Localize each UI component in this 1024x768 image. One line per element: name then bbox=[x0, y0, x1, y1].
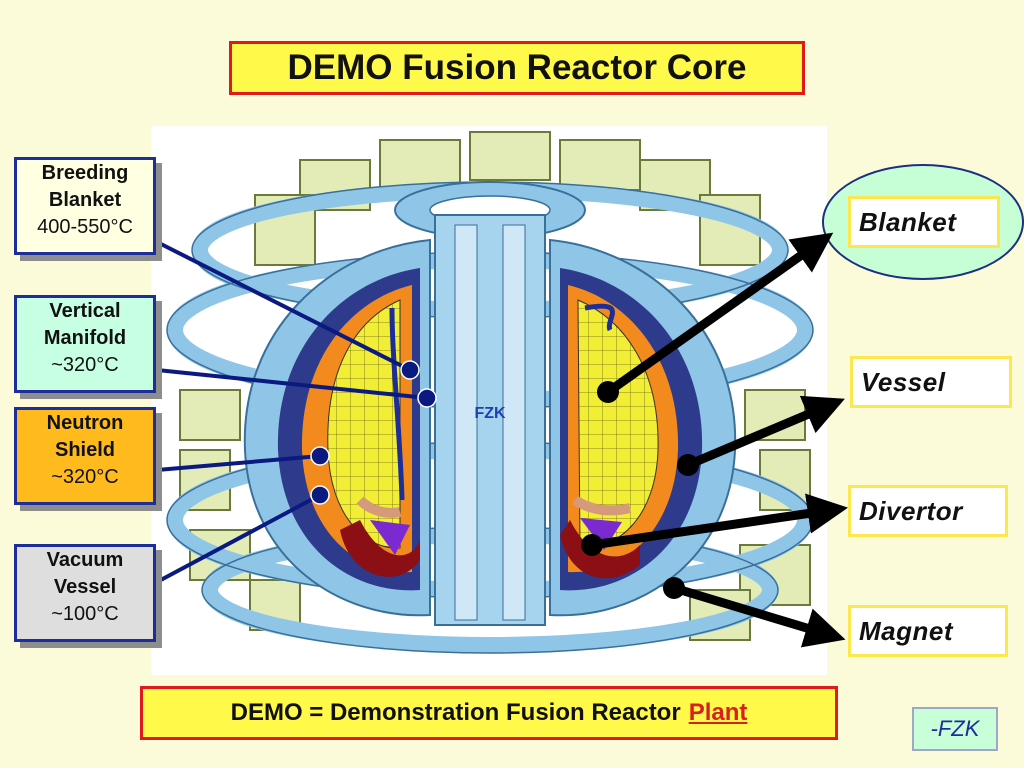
shield-leader-dot bbox=[310, 446, 330, 466]
left-leader-lines bbox=[156, 240, 428, 584]
right-arrows bbox=[591, 232, 849, 648]
callout-temperature: ~320°C bbox=[51, 466, 119, 488]
divertor-arrow-dot bbox=[581, 534, 603, 556]
credit-badge: -FZK bbox=[912, 707, 998, 751]
callout-line: Vessel bbox=[53, 576, 117, 598]
blanket-arrow-dot bbox=[597, 381, 619, 403]
callout-line: Vacuum bbox=[46, 549, 124, 571]
manifold-leader-dot bbox=[417, 388, 437, 408]
callout-temperature: ~100°C bbox=[51, 603, 119, 625]
callout-neutron-shield: Neutron Shield ~320°C bbox=[14, 407, 156, 505]
callout-line: Breeding bbox=[41, 162, 129, 184]
callout-temperature: 400-550°C bbox=[37, 216, 133, 238]
central-column bbox=[434, 214, 546, 626]
vessel-leader-dot bbox=[310, 485, 330, 505]
callout-vacuum-vessel: Vacuum Vessel ~100°C bbox=[14, 544, 156, 642]
callout-line: Shield bbox=[54, 439, 115, 461]
fzk-logo: FZK bbox=[474, 405, 506, 422]
label-vessel: Vessel bbox=[850, 356, 1012, 408]
callout-temperature: ~320°C bbox=[51, 354, 119, 376]
definition-highlight: Plant bbox=[688, 699, 748, 726]
definition-banner: DEMO = Demonstration Fusion Reactor Plan… bbox=[140, 686, 838, 740]
label-divertor: Divertor bbox=[848, 485, 1008, 537]
vessel-arrow-dot bbox=[677, 454, 699, 476]
page-title: DEMO Fusion Reactor Core bbox=[229, 41, 805, 95]
callout-line: Neutron bbox=[46, 412, 124, 434]
callout-line: Manifold bbox=[43, 327, 127, 349]
label-magnet: Magnet bbox=[848, 605, 1008, 657]
label-blanket: Blanket bbox=[848, 196, 1000, 248]
callout-line: Blanket bbox=[48, 189, 122, 211]
callout-breeding-blanket: Breeding Blanket 400-550°C bbox=[14, 157, 156, 255]
callout-vertical-manifold: Vertical Manifold ~320°C bbox=[14, 295, 156, 393]
callout-line: Vertical bbox=[49, 300, 121, 322]
definition-text: DEMO = Demonstration Fusion Reactor bbox=[230, 699, 681, 726]
magnet-arrow-dot bbox=[663, 577, 685, 599]
blanket-leader-dot bbox=[400, 360, 420, 380]
